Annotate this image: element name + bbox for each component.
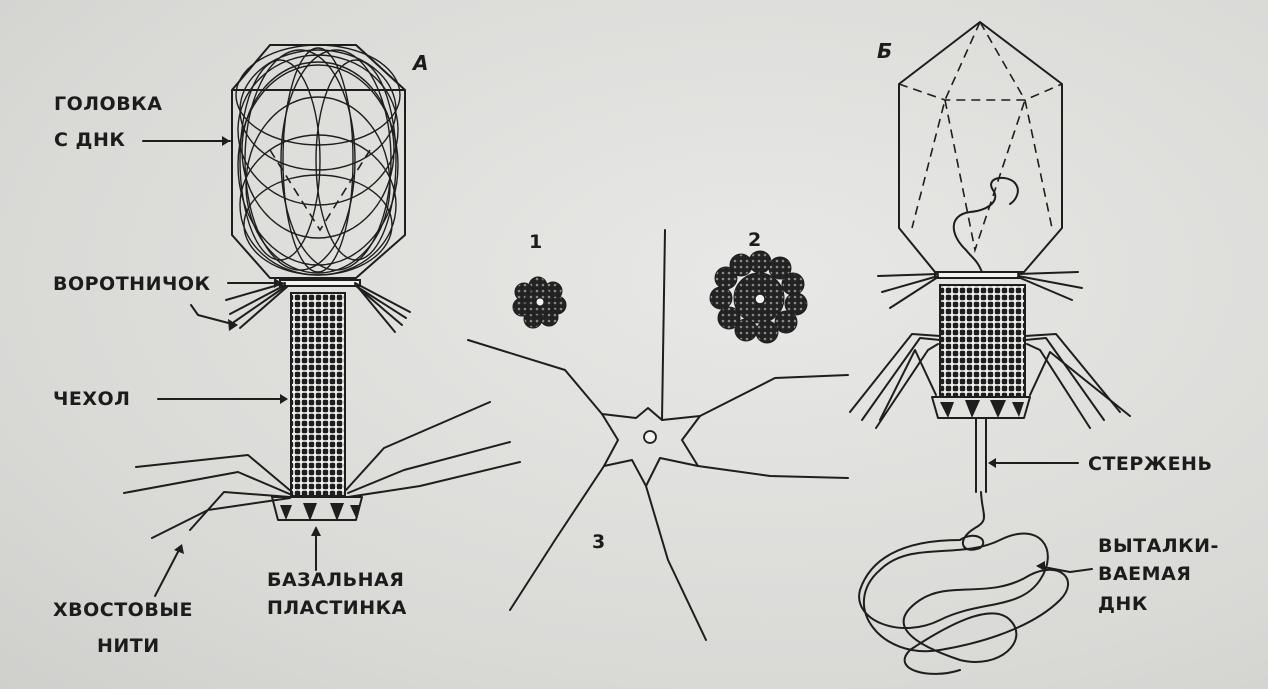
baseplate-label-line2: ПЛАСТИНКА bbox=[267, 597, 407, 619]
baseplate-view-2 bbox=[709, 250, 808, 344]
collar bbox=[225, 279, 411, 333]
sheath bbox=[290, 292, 346, 497]
number-1: 1 bbox=[529, 231, 542, 253]
dna-label-line3: ДНК bbox=[1098, 593, 1148, 615]
baseplate-view-1 bbox=[512, 276, 567, 329]
head-label-line1: ГОЛОВКА bbox=[54, 93, 162, 115]
number-2: 2 bbox=[748, 229, 761, 251]
core-label: СТЕРЖЕНЬ bbox=[1088, 453, 1212, 475]
tail-fibers-label-line1: ХВОСТОВЫЕ bbox=[53, 599, 193, 621]
baseplate bbox=[271, 496, 363, 521]
panel-label-b: Б bbox=[877, 39, 892, 63]
baseplate-top-views bbox=[467, 229, 849, 641]
core-tube bbox=[975, 417, 987, 493]
phage-b bbox=[849, 21, 1131, 675]
tail-fibers bbox=[123, 401, 521, 539]
dna-label-line2: ВАЕМАЯ bbox=[1098, 563, 1191, 585]
tail-fibers-b bbox=[849, 333, 1131, 429]
pointer-lines bbox=[142, 136, 1093, 597]
contracted-head bbox=[898, 21, 1063, 276]
baseplate-label-line1: БАЗАЛЬНАЯ bbox=[267, 569, 404, 591]
head-label-line2: С ДНК bbox=[54, 129, 125, 151]
number-3: 3 bbox=[592, 531, 605, 553]
phage-a bbox=[123, 44, 521, 539]
text-labels: А Б 1 2 3 ГОЛОВКА С ДНК ВОРОТНИЧОК ЧЕХОЛ… bbox=[53, 39, 1219, 657]
tail-fibers-label-line2: НИТИ bbox=[97, 635, 160, 657]
dna-label-line1: ВЫТАЛКИ- bbox=[1098, 535, 1219, 557]
head-with-dna bbox=[231, 44, 406, 279]
collar-b bbox=[877, 271, 1083, 309]
ejected-dna bbox=[858, 491, 1070, 675]
contracted-sheath bbox=[939, 284, 1026, 398]
baseplate-b bbox=[931, 396, 1031, 419]
baseplate-view-3-star bbox=[467, 229, 849, 641]
sheath-label: ЧЕХОЛ bbox=[53, 388, 130, 410]
collar-label: ВОРОТНИЧОК bbox=[53, 273, 211, 295]
panel-label-a: А bbox=[411, 51, 428, 75]
